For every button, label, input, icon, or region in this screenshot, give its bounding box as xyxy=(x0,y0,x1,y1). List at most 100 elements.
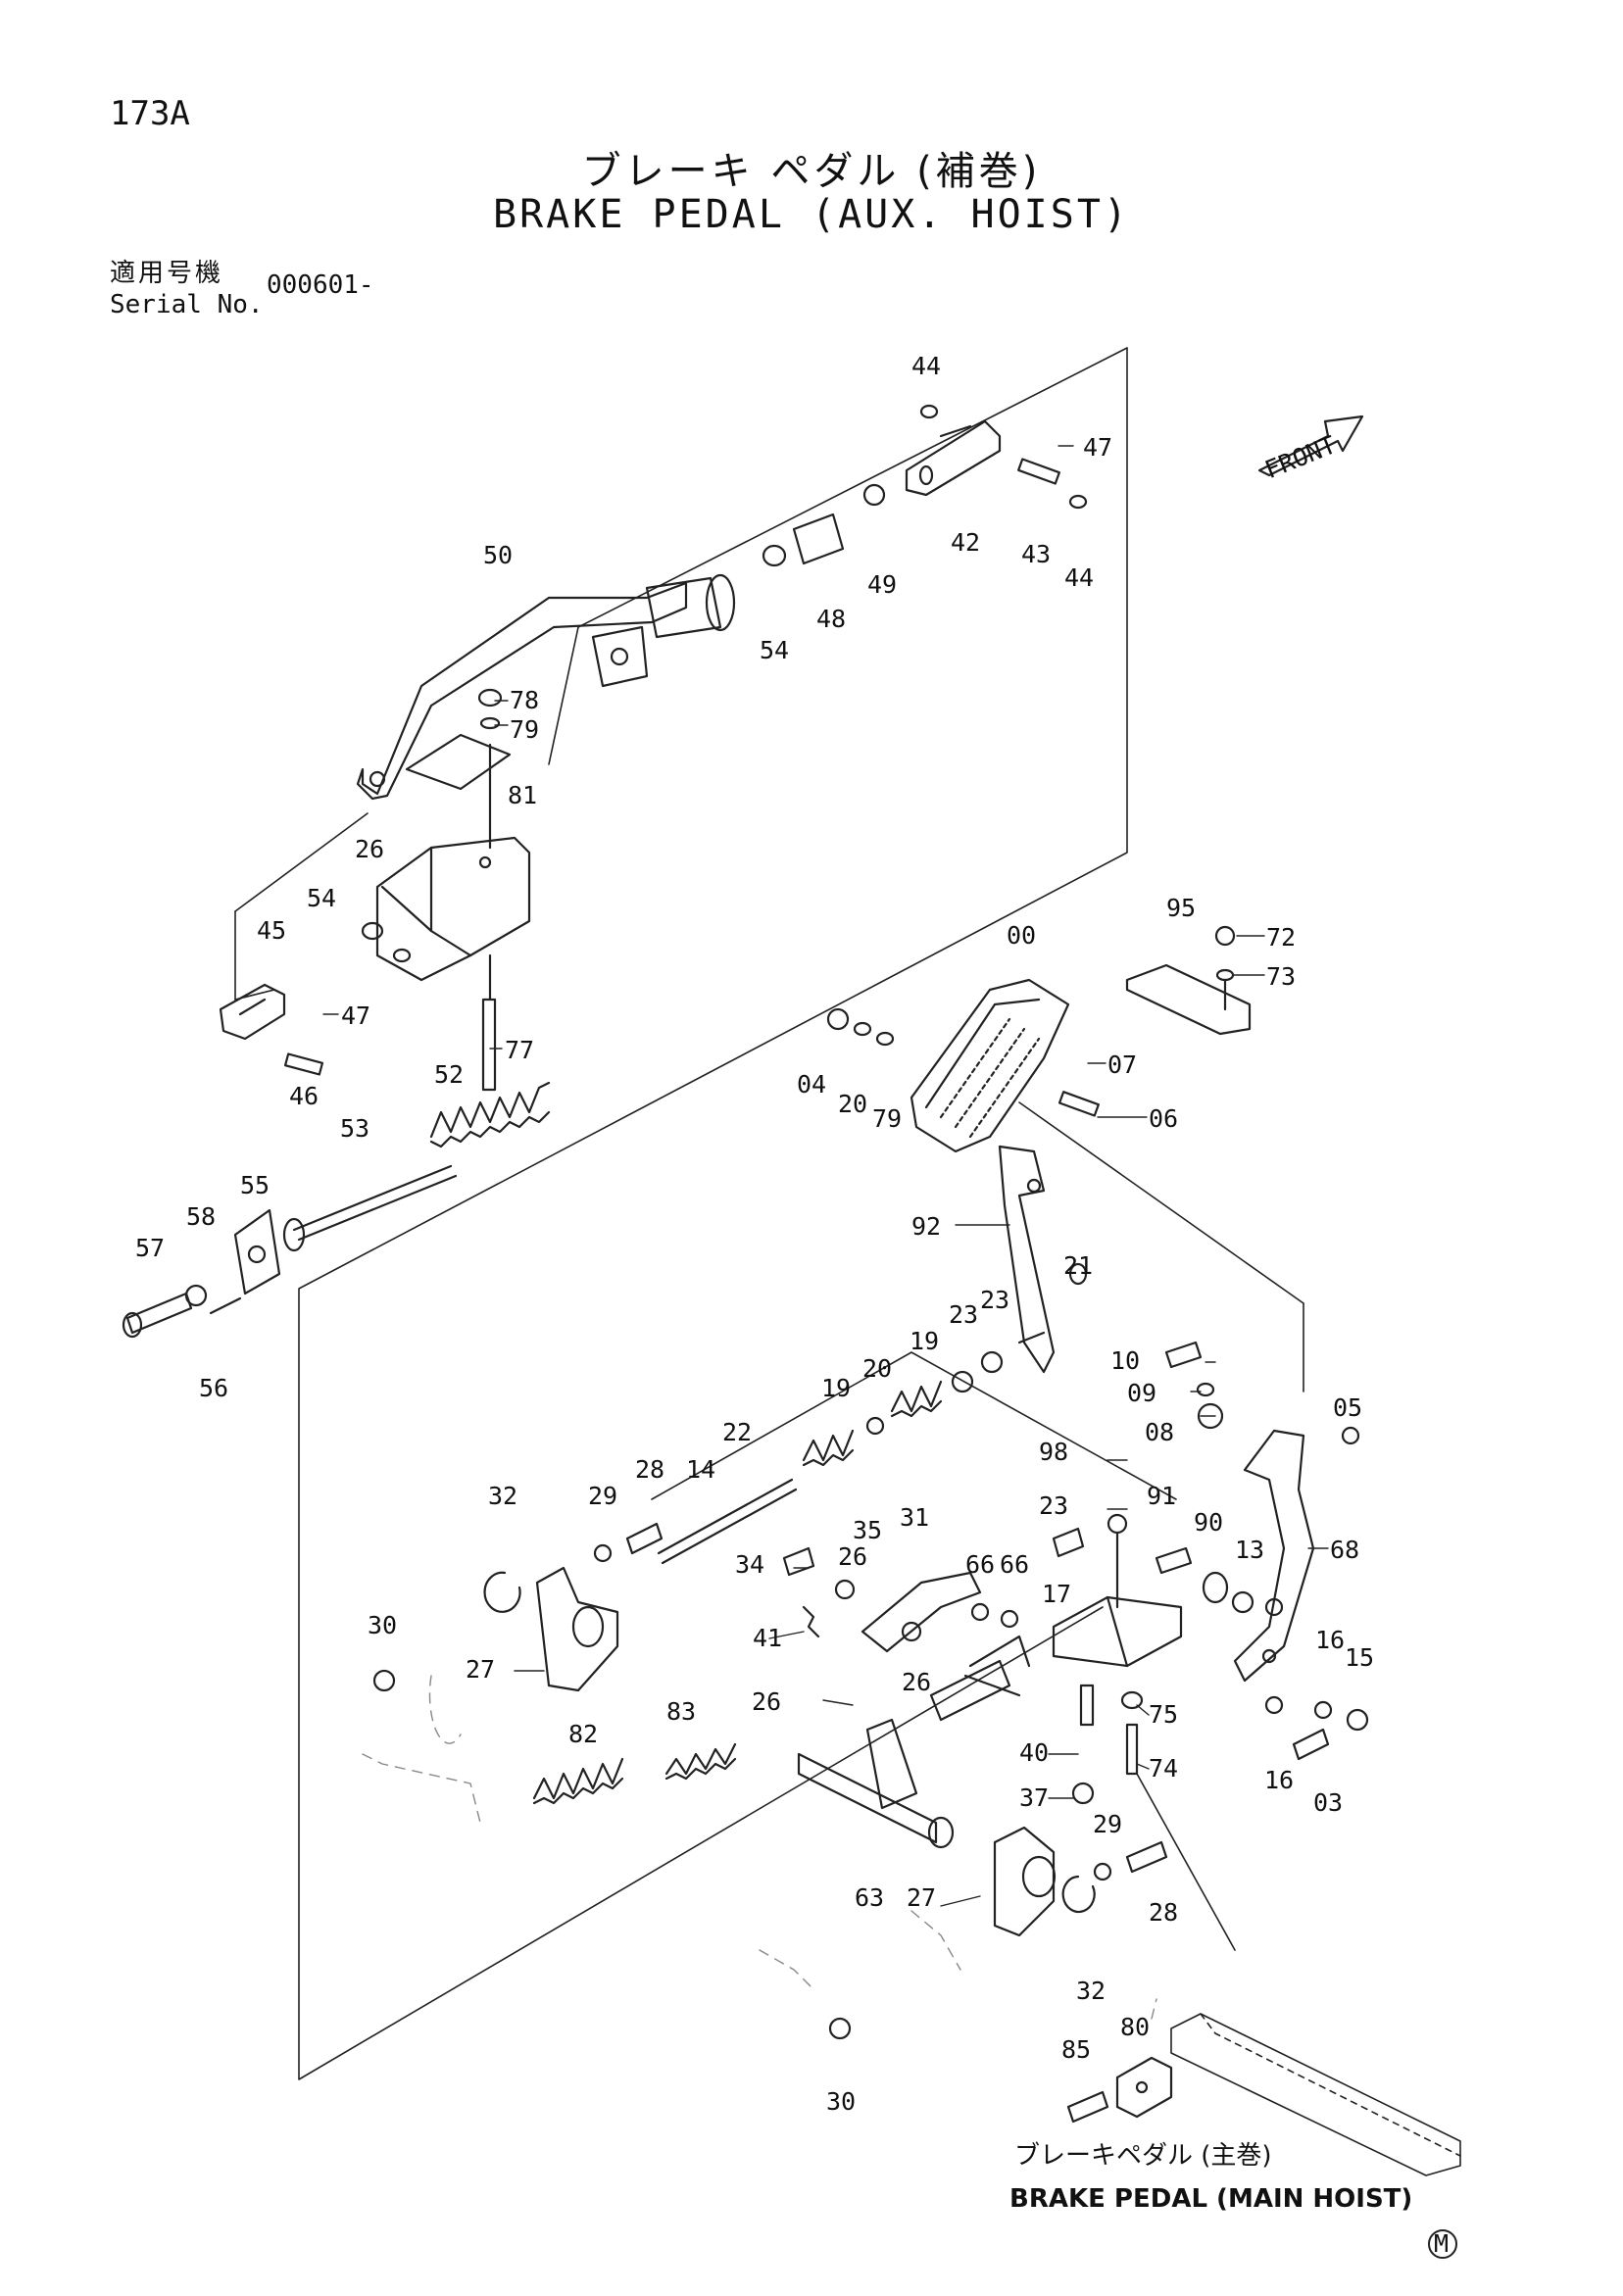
part-number: 82 xyxy=(568,1720,598,1748)
spring-83 xyxy=(664,1742,737,1781)
part-number: 44 xyxy=(1064,563,1094,592)
part-number: 42 xyxy=(951,528,980,557)
part-number: 54 xyxy=(307,884,336,912)
rod-53 xyxy=(282,1164,458,1252)
part-number: 55 xyxy=(240,1171,270,1199)
part-number: 16 xyxy=(1264,1766,1294,1794)
assembly-frame-lines xyxy=(234,347,1304,2080)
part-number: 63 xyxy=(855,1883,884,1912)
part-number: 43 xyxy=(1021,540,1051,568)
washer-20 xyxy=(865,1416,885,1436)
part-number: 83 xyxy=(666,1697,696,1726)
part-number: 29 xyxy=(1093,1810,1122,1838)
part-number: 30 xyxy=(368,1611,397,1639)
part-number: 46 xyxy=(289,1082,319,1110)
nut-30-b xyxy=(828,2017,852,2040)
nut-23-b xyxy=(980,1350,1004,1374)
part-number: 26 xyxy=(902,1668,931,1696)
page-code: 173A xyxy=(110,94,190,133)
part-number: 19 xyxy=(910,1327,939,1355)
main-hoist-caption-japanese: ブレーキペダル (主巻) xyxy=(1014,2141,1272,2171)
part-number: 66 xyxy=(1000,1550,1029,1579)
washer-29-b xyxy=(1093,1862,1112,1881)
part-number: 07 xyxy=(1107,1050,1137,1079)
part-number: 16 xyxy=(1315,1626,1345,1654)
spring-52 xyxy=(429,1081,551,1148)
bracket-27-right xyxy=(993,1826,1057,1937)
rod-end-48 xyxy=(762,483,886,567)
bolt-28-a xyxy=(625,1522,664,1555)
part-number: 32 xyxy=(1076,1977,1106,2005)
lever-arm-50 xyxy=(356,573,736,801)
washer-29-a xyxy=(593,1543,613,1563)
part-number: 22 xyxy=(722,1418,752,1446)
corner-mark: M xyxy=(1428,2229,1457,2259)
pedal-arm-92 xyxy=(998,1145,1088,1374)
part-number: 15 xyxy=(1345,1643,1374,1672)
part-number: 52 xyxy=(434,1060,464,1089)
block-80 xyxy=(1066,2056,1173,2124)
part-number: 29 xyxy=(588,1482,617,1510)
part-number: 27 xyxy=(466,1655,495,1684)
part-number: 90 xyxy=(1194,1508,1223,1537)
part-number: 09 xyxy=(1127,1379,1156,1407)
part-number: 10 xyxy=(1110,1346,1140,1375)
part-number: 35 xyxy=(853,1516,882,1544)
part-number: 95 xyxy=(1166,894,1196,922)
lever-31 xyxy=(782,1546,1019,1653)
clevis-45 xyxy=(219,983,324,1076)
spring-82 xyxy=(532,1757,624,1805)
part-number: 05 xyxy=(1333,1393,1362,1422)
front-label: FRONT xyxy=(1261,430,1341,484)
title-japanese: ブレーキ ペダル (補巻) xyxy=(581,149,1042,194)
part-number: 41 xyxy=(753,1624,782,1652)
part-number: 54 xyxy=(760,636,789,664)
part-number: 75 xyxy=(1149,1700,1178,1729)
front-arrow-icon xyxy=(1257,415,1364,477)
part-number: 32 xyxy=(488,1482,517,1510)
mounting-plate xyxy=(405,688,512,791)
bracket-55 xyxy=(233,1208,281,1295)
part-number: 23 xyxy=(1039,1491,1068,1520)
shaft-63 xyxy=(797,1635,1031,1849)
part-number: 27 xyxy=(907,1883,936,1912)
part-number: 98 xyxy=(1039,1438,1068,1466)
part-number: 79 xyxy=(872,1104,902,1133)
part-number: 47 xyxy=(341,1001,370,1030)
part-number: 03 xyxy=(1313,1788,1343,1817)
part-number: 26 xyxy=(838,1542,867,1571)
rod-14 xyxy=(657,1478,798,1565)
part-number: 17 xyxy=(1042,1580,1071,1608)
part-number: 26 xyxy=(752,1687,781,1716)
brake-pedal-00 xyxy=(910,978,1100,1153)
part-number: 58 xyxy=(186,1202,216,1231)
nut-30-a xyxy=(372,1669,396,1692)
part-number: 08 xyxy=(1145,1418,1174,1446)
corner-mark-text: M xyxy=(1434,2229,1449,2258)
bracket-27-left xyxy=(535,1566,619,1692)
title-english: BRAKE PEDAL (AUX. HOIST) xyxy=(493,192,1130,237)
part-number: 78 xyxy=(510,686,539,714)
part-number: 28 xyxy=(1149,1898,1178,1927)
part-number: 50 xyxy=(483,541,513,569)
frame-outline-fragments xyxy=(362,1675,1157,2020)
spring-19-left xyxy=(802,1429,855,1467)
part-number: 28 xyxy=(635,1455,664,1484)
part-number: 49 xyxy=(867,570,897,599)
part-number: 31 xyxy=(900,1503,929,1532)
part-number: 47 xyxy=(1083,433,1112,462)
bolt-04 xyxy=(826,1007,895,1047)
part-number: 14 xyxy=(686,1455,715,1484)
spring-19-right xyxy=(890,1380,943,1418)
valve-block-81 xyxy=(361,743,531,1092)
part-number: 30 xyxy=(826,2087,856,2116)
part-number: 57 xyxy=(135,1234,165,1262)
part-number: 21 xyxy=(1063,1251,1093,1280)
part-number: 72 xyxy=(1266,923,1296,952)
part-number: 37 xyxy=(1019,1783,1049,1812)
main-hoist-caption-english: BRAKE PEDAL (MAIN HOIST) xyxy=(1009,2184,1412,2214)
part-number: 34 xyxy=(735,1550,764,1579)
part-number: 20 xyxy=(862,1354,892,1383)
part-number: 68 xyxy=(1330,1536,1359,1564)
part-number: 56 xyxy=(199,1374,228,1402)
